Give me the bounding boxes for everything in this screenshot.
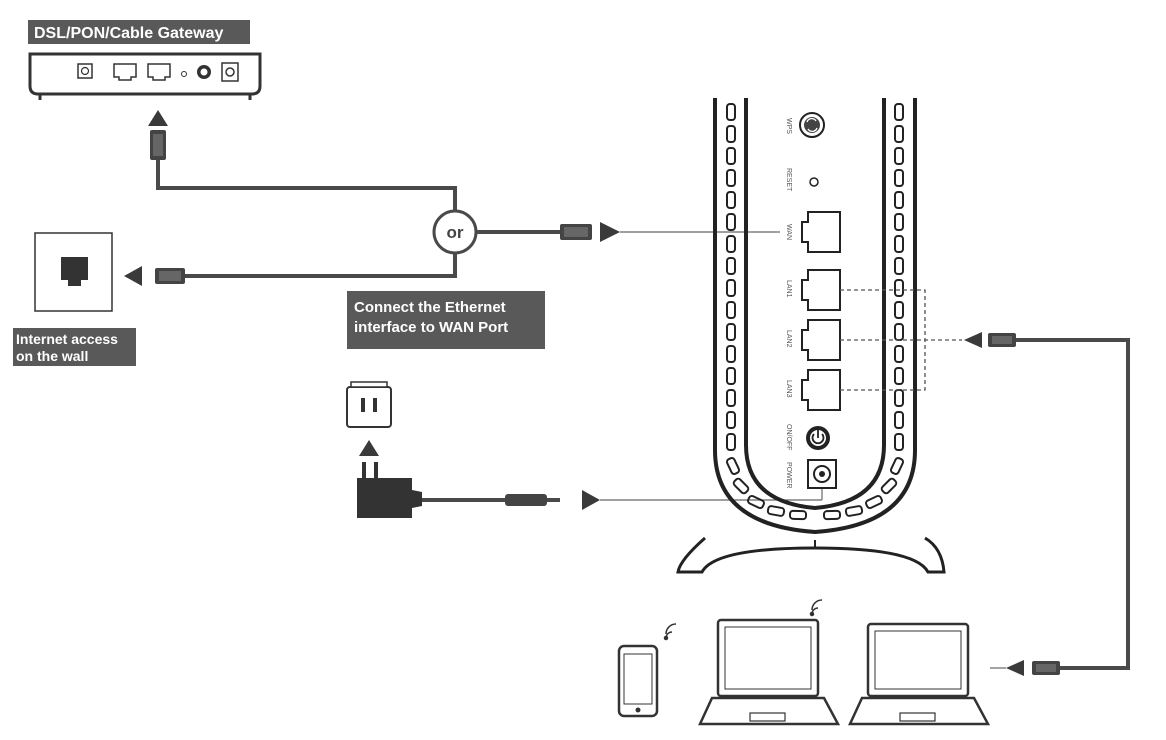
svg-text:interface to WAN Port: interface to WAN Port	[354, 319, 508, 336]
wan-port	[801, 211, 841, 253]
svg-text:Connect the Ethernet: Connect the Ethernet	[354, 299, 506, 316]
wifi-icon	[663, 623, 677, 641]
lan3-port	[801, 369, 841, 411]
lan1-port	[801, 269, 841, 311]
reset-label: RESET	[785, 168, 792, 192]
reset-button	[809, 177, 819, 187]
lan1-label: LAN1	[785, 280, 792, 298]
smartphone-icon	[617, 644, 659, 718]
onoff-label: ON/OFF	[785, 424, 792, 450]
laptop-wireless	[698, 618, 841, 726]
wan-label: WAN	[785, 224, 792, 240]
svg-text:DSL/PON/Cable Gateway: DSL/PON/Cable Gateway	[34, 25, 223, 42]
wps-label: WPS	[785, 118, 792, 134]
wall-socket	[34, 232, 113, 312]
router	[676, 98, 946, 574]
wifi-icon	[809, 599, 823, 617]
lan3-label: LAN3	[785, 380, 792, 398]
or-junction: or	[432, 209, 478, 255]
wall-arrow-left	[124, 266, 185, 286]
svg-text:or: or	[447, 223, 464, 242]
cable-gateway-or	[156, 160, 780, 278]
power-adapter	[357, 462, 823, 518]
lan-dashed-links	[840, 289, 962, 391]
gateway-label: DSL/PON/Cable Gateway	[28, 20, 250, 44]
router-ports: WPS RESET WAN LAN1 LAN2 LAN3 ON/OFF POWE…	[785, 112, 841, 489]
power-arrow-up	[359, 440, 379, 456]
gateway-device	[28, 52, 262, 100]
router-left-vents	[725, 103, 808, 521]
svg-text:Internet access: Internet access	[16, 331, 118, 347]
lan2-port	[801, 319, 841, 361]
lan2-label: LAN2	[785, 330, 792, 348]
power-label: POWER	[785, 462, 792, 488]
wall-label: Internet access on the wall	[13, 328, 136, 366]
lan-cable	[964, 332, 1130, 676]
power-outlet	[346, 381, 392, 428]
laptop-wired	[848, 622, 991, 726]
svg-text:on the wall: on the wall	[16, 348, 88, 364]
wan-arrow-right	[560, 222, 620, 242]
router-right-vents	[822, 103, 905, 521]
connect-label: Connect the Ethernet interface to WAN Po…	[347, 291, 545, 349]
gateway-arrow-up	[148, 110, 168, 160]
